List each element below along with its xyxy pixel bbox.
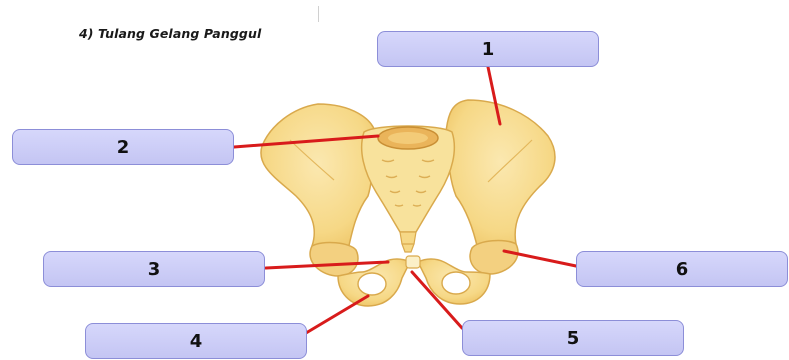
label-box-5[interactable]: 5 [462, 320, 684, 356]
label-box-2[interactable]: 2 [12, 129, 234, 165]
left-ilium [261, 104, 376, 254]
leader-line-4 [306, 296, 368, 333]
left-obturator-foramen [358, 273, 386, 295]
left-hip-socket [310, 243, 358, 276]
label-box-6[interactable]: 6 [576, 251, 788, 287]
label-box-3[interactable]: 3 [43, 251, 265, 287]
label-box-1[interactable]: 1 [377, 31, 599, 67]
right-obturator-foramen [442, 272, 470, 294]
pubic-symphysis [406, 256, 420, 268]
label-box-4[interactable]: 4 [85, 323, 307, 359]
right-hip-socket [470, 241, 518, 274]
